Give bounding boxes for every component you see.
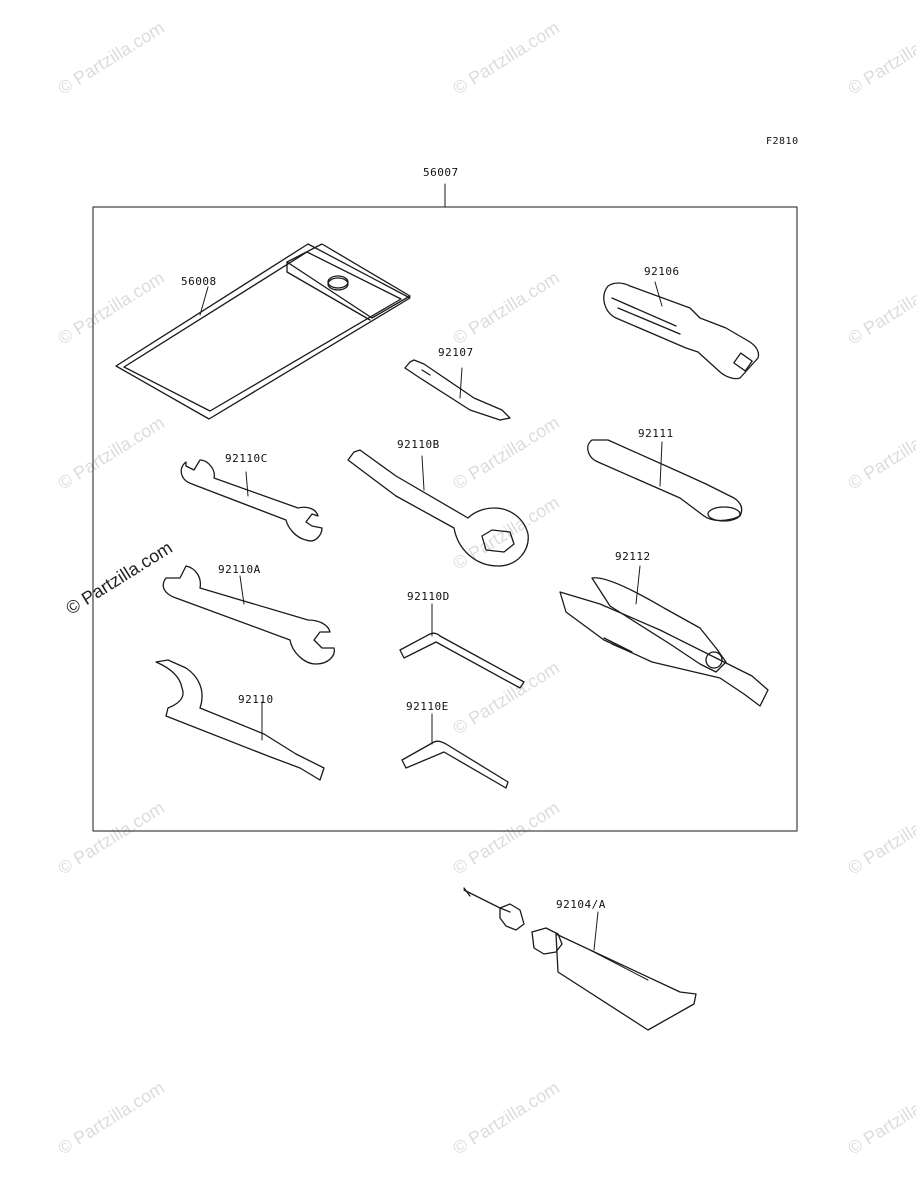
part-label-hex-key-e[interactable]: 92110E	[406, 700, 449, 713]
part-label-hex-key-d[interactable]: 92110D	[407, 590, 450, 603]
screwdriver-bit	[404, 359, 511, 421]
part-label-spanner[interactable]: 92110	[238, 693, 274, 706]
part-label-screwdriver-handle[interactable]: 92106	[644, 265, 680, 278]
valve-core-tool	[463, 887, 697, 1031]
wrench-92110c	[180, 459, 323, 542]
part-label-wrench-c[interactable]: 92110C	[225, 452, 268, 465]
part-label-wrench-b[interactable]: 92110B	[397, 438, 440, 451]
part-label-valve-tool[interactable]: 92104/A	[556, 898, 606, 911]
part-label-pliers[interactable]: 92112	[615, 550, 651, 563]
wrench-92110b	[347, 449, 529, 567]
extension-bar	[587, 439, 743, 522]
part-label-extension[interactable]: 92111	[638, 427, 674, 440]
hook-spanner	[155, 659, 325, 781]
part-label-wrench-a[interactable]: 92110A	[218, 563, 261, 576]
part-label-screwdriver-bit[interactable]: 92107	[438, 346, 474, 359]
pliers	[559, 565, 769, 707]
hex-key-e	[401, 713, 509, 789]
wrench-92110a	[162, 565, 335, 665]
tool-pouch	[115, 243, 411, 420]
part-label-pouch[interactable]: 56008	[181, 275, 217, 288]
screwdriver-handle	[603, 281, 760, 380]
kit-frame	[92, 206, 798, 832]
figure-code: F2810	[766, 136, 799, 147]
hex-key-d	[399, 603, 525, 689]
part-label-kit[interactable]: 56007	[423, 166, 459, 179]
